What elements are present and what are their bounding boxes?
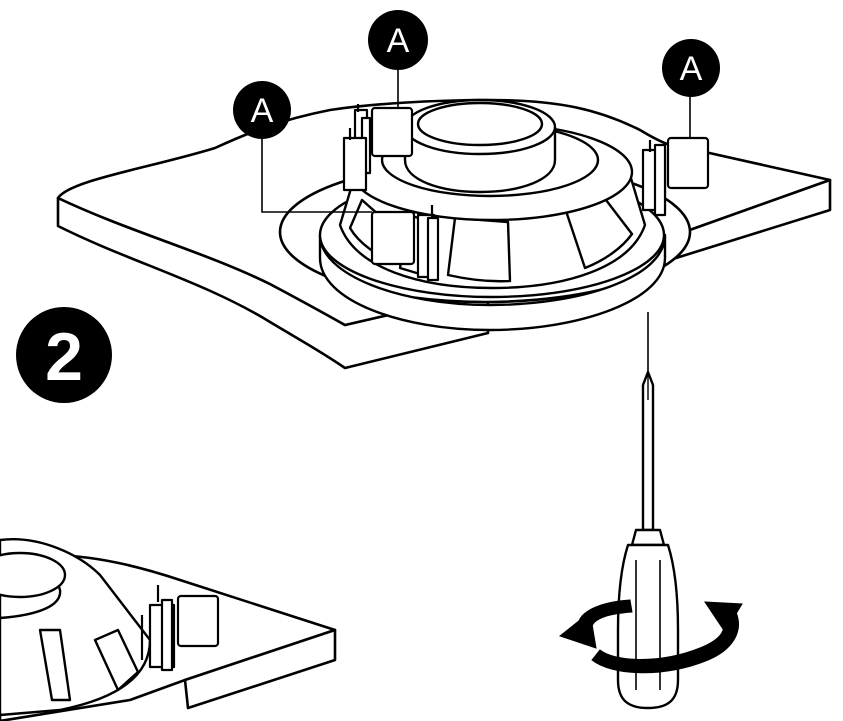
step-number-badge: 2 — [16, 307, 112, 403]
second-view-speaker — [0, 538, 152, 717]
second-view-clip — [140, 585, 220, 672]
clip-right — [641, 136, 710, 217]
clip-front — [370, 205, 440, 282]
speaker-icon — [318, 98, 667, 332]
callout-badge: A — [368, 10, 428, 70]
callout-label: A — [251, 92, 274, 130]
callout-badge: A — [233, 81, 291, 139]
callout-label: A — [387, 22, 410, 60]
speaker-magnet-cap — [416, 101, 544, 147]
step-number: 2 — [45, 319, 83, 395]
callout-label: A — [680, 50, 703, 88]
callout-badge: A — [662, 39, 720, 97]
rotation-arrow-icon — [558, 599, 743, 674]
speaker-flange — [318, 233, 667, 332]
callout-leaders — [261, 64, 691, 372]
clip-left — [342, 128, 368, 192]
mounting-clips — [342, 104, 710, 282]
